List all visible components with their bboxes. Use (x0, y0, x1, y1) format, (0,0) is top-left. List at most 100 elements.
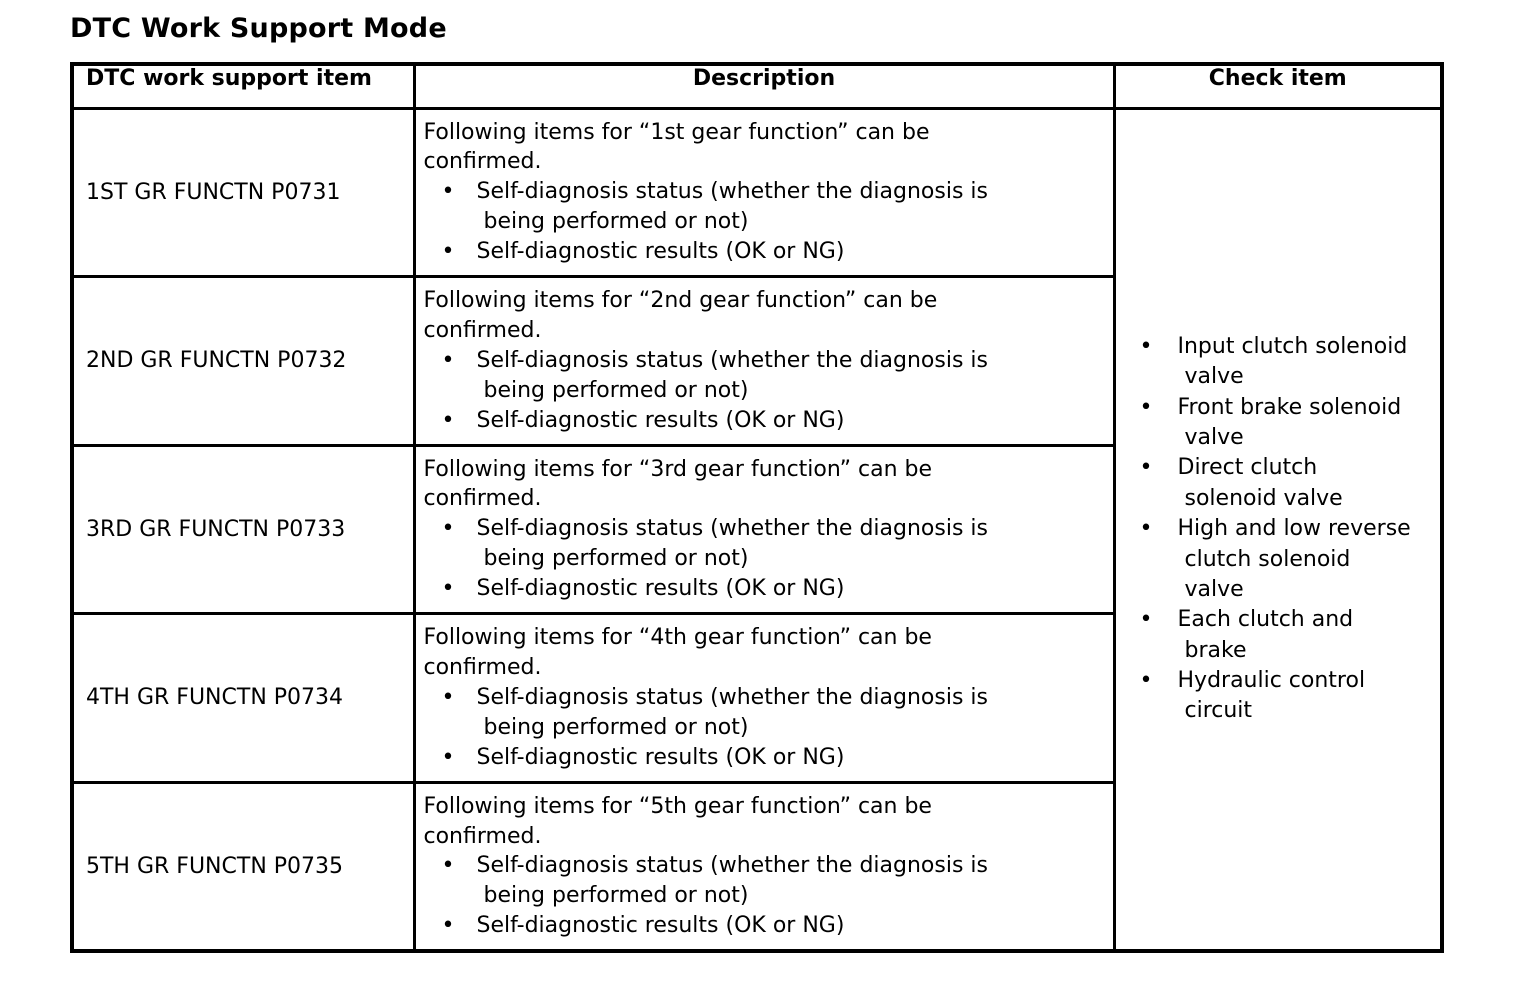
description-bullet-list: • Self-diagnosis status (whether the dia… (424, 683, 1107, 773)
bullet-dot-icon: • (441, 179, 455, 205)
column-header-description: Description (412, 62, 1116, 110)
bullet-text: Self-diagnostic results (OK or NG) (476, 913, 845, 939)
bullet-dot-icon: • (1139, 394, 1153, 420)
description-bullet-item: • Self-diagnostic results (OK or NG) (424, 237, 1107, 267)
bullet-text: Self-diagnostic results (OK or NG) (476, 576, 845, 602)
bullet-text-wrap: being performed or not) (483, 209, 749, 235)
description-bullet-item: • Self-diagnosis status (whether the dia… (424, 683, 1107, 743)
table-body: 1ST GR FUNCTN P0731 Following items for … (70, 106, 1444, 953)
bullet-dot-icon: • (441, 744, 455, 770)
description-bullet-item: • Self-diagnostic results (OK or NG) (424, 911, 1107, 941)
description-cell: Following items for “2nd gear function” … (412, 275, 1116, 447)
description-cell: Following items for “1st gear function” … (412, 106, 1116, 279)
bullet-dot-icon: • (441, 239, 455, 265)
bullet-dot-icon: • (441, 516, 455, 542)
bullet-dot-icon: • (1139, 333, 1153, 359)
check-item: • Front brake solenoid valve (1126, 393, 1435, 454)
dtc-item-cell: 1ST GR FUNCTN P0731 (70, 106, 416, 279)
description-intro-line: Following items for “2nd gear function” … (423, 288, 938, 314)
column-header-dtc-work-support-item: DTC work support item (70, 62, 416, 110)
bullet-dot-icon: • (441, 347, 455, 373)
dtc-item-cell: 2ND GR FUNCTN P0732 (70, 275, 416, 447)
description-intro-line: confirmed. (423, 655, 542, 680)
bullet-dot-icon: • (441, 576, 455, 602)
check-item-text: Hydraulic control (1177, 667, 1366, 693)
description-bullet-item: • Self-diagnostic results (OK or NG) (424, 406, 1107, 436)
dtc-item-cell: 3RD GR FUNCTN P0733 (70, 443, 416, 616)
bullet-text: Self-diagnosis status (whether the diagn… (476, 516, 988, 542)
description-intro-line: Following items for “4th gear function” … (423, 625, 932, 651)
dtc-item-cell: 4TH GR FUNCTN P0734 (70, 612, 416, 784)
bullet-dot-icon: • (1139, 667, 1153, 693)
table-row: 1ST GR FUNCTN P0731 Following items for … (70, 106, 1444, 953)
bullet-text-wrap: being performed or not) (483, 546, 749, 572)
bullet-text: Self-diagnosis status (whether the diagn… (476, 347, 988, 373)
bullet-text: Self-diagnosis status (whether the diagn… (476, 179, 988, 205)
description-intro-line: Following items for “3rd gear function” … (423, 456, 933, 482)
check-item-text: High and low reverse (1177, 516, 1411, 542)
check-item-cell: • Input clutch solenoid valve • Front br… (1112, 106, 1444, 953)
check-item-text-wrap: circuit (1184, 698, 1253, 724)
bullet-text-wrap: being performed or not) (483, 883, 749, 909)
check-item-text-wrap: valve (1184, 576, 1244, 602)
check-item: • Hydraulic control circuit (1126, 666, 1435, 727)
check-item-text: Input clutch solenoid (1177, 333, 1408, 359)
description-bullet-item: • Self-diagnosis status (whether the dia… (424, 346, 1107, 406)
bullet-text-wrap: being performed or not) (483, 377, 749, 403)
description-cell: Following items for “3rd gear function” … (412, 443, 1116, 616)
page-title: DTC Work Support Mode (70, 13, 447, 44)
description-intro-line: confirmed. (423, 317, 542, 343)
description-bullet-item: • Self-diagnosis status (whether the dia… (424, 514, 1107, 574)
check-item-text-wrap: clutch solenoid (1184, 546, 1351, 572)
description-intro-line: Following items for “1st gear function” … (423, 119, 930, 145)
bullet-dot-icon: • (441, 913, 455, 939)
check-item: • Each clutch and brake (1126, 605, 1435, 666)
bullet-text: Self-diagnosis status (whether the diagn… (476, 853, 988, 879)
check-item-list: • Input clutch solenoid valve • Front br… (1126, 332, 1435, 727)
check-item-text-wrap: valve (1184, 425, 1244, 451)
description-bullet-list: • Self-diagnosis status (whether the dia… (424, 346, 1107, 436)
description-intro-line: confirmed. (423, 486, 542, 512)
description-intro-line: confirmed. (423, 149, 542, 175)
check-item: • Direct clutch solenoid valve (1126, 453, 1435, 514)
check-item-text-wrap: valve (1184, 364, 1244, 390)
bullet-dot-icon: • (441, 684, 455, 710)
description-intro-line: confirmed. (423, 823, 542, 849)
bullet-text: Self-diagnosis status (whether the diagn… (476, 684, 988, 710)
table-row: 4TH GR FUNCTN P0734 Following items for … (70, 612, 1442, 784)
description-cell: Following items for “4th gear function” … (412, 612, 1116, 784)
table-row: 5TH GR FUNCTN P0735 Following items for … (70, 780, 1442, 953)
description-bullet-list: • Self-diagnosis status (whether the dia… (424, 514, 1107, 604)
bullet-text-wrap: being performed or not) (483, 714, 749, 740)
description-bullet-item: • Self-diagnosis status (whether the dia… (424, 177, 1107, 237)
check-item-text-wrap: solenoid valve (1184, 485, 1343, 511)
description-bullet-item: • Self-diagnosis status (whether the dia… (424, 851, 1107, 911)
check-item: • Input clutch solenoid valve (1126, 332, 1435, 393)
table-row: 3RD GR FUNCTN P0733 Following items for … (70, 443, 1442, 616)
check-item-text: Front brake solenoid (1177, 394, 1402, 420)
bullet-dot-icon: • (1139, 607, 1153, 633)
check-item-text-wrap: brake (1184, 637, 1247, 663)
bullet-dot-icon: • (1139, 455, 1153, 481)
check-item-text: Direct clutch (1177, 455, 1318, 481)
bullet-dot-icon: • (1139, 516, 1153, 542)
description-bullet-item: • Self-diagnostic results (OK or NG) (424, 743, 1107, 773)
description-cell: Following items for “5th gear function” … (412, 780, 1116, 953)
header-row: DTC work support item Description Check … (70, 62, 1444, 110)
description-bullet-list: • Self-diagnosis status (whether the dia… (424, 177, 1107, 267)
column-header-check-item: Check item (1112, 62, 1444, 110)
bullet-dot-icon: • (441, 407, 455, 433)
bullet-dot-icon: • (441, 853, 455, 879)
table-row: 2ND GR FUNCTN P0732 Following items for … (70, 275, 1442, 447)
description-intro-line: Following items for “5th gear function” … (423, 793, 932, 819)
check-item: • High and low reverse clutch solenoid v… (1126, 514, 1435, 605)
bullet-text: Self-diagnostic results (OK or NG) (476, 407, 845, 433)
dtc-work-support-table: DTC work support item Description Check … (70, 62, 1444, 954)
description-bullet-item: • Self-diagnostic results (OK or NG) (424, 574, 1107, 604)
bullet-text: Self-diagnostic results (OK or NG) (476, 239, 845, 265)
table-header: DTC work support item Description Check … (70, 62, 1444, 110)
description-bullet-list: • Self-diagnosis status (whether the dia… (424, 851, 1107, 941)
dtc-item-cell: 5TH GR FUNCTN P0735 (70, 780, 416, 953)
check-item-text: Each clutch and (1177, 607, 1354, 633)
